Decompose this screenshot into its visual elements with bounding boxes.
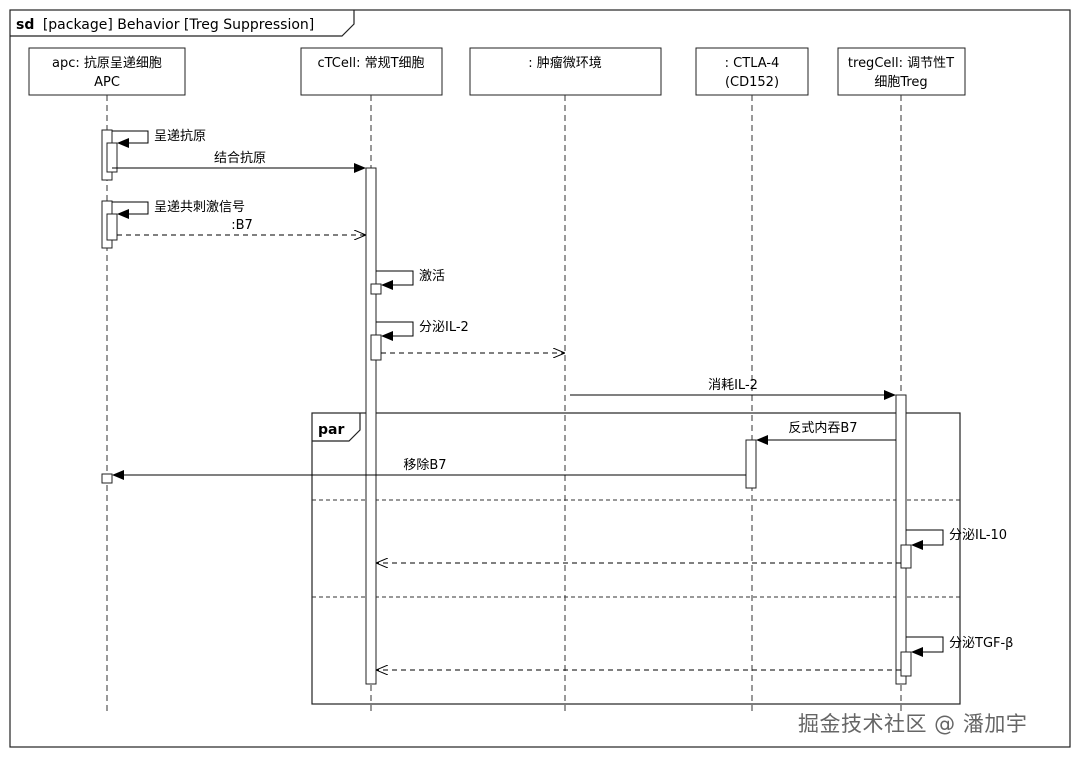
message-m3-label: 呈递共刺激信号 [154, 200, 245, 215]
message-m9-label: 反式内吞B7 [788, 420, 857, 436]
activation-apc-2-nested [106, 213, 118, 241]
message-m6-arrow [376, 321, 414, 341]
message-m2-label: 结合抗原 [214, 151, 266, 166]
message-m6-label: 分泌IL-2 [419, 320, 469, 335]
message-m10-label: 移除B7 [403, 458, 446, 473]
message-m1-arrow [112, 130, 149, 148]
par-fragment: par [311, 412, 961, 705]
message-m13-label: 分泌TGF-β [949, 636, 1013, 651]
lifeline-ctcell: cTCell: 常规T细胞 [300, 47, 443, 96]
activation-treg-il10 [900, 544, 912, 569]
diagram-frame [9, 9, 1071, 748]
lifeline-tumor-name: : 肿瘤微环境 [528, 55, 602, 71]
lifeline-apc-type: APC [94, 75, 120, 90]
message-m11-arrow [906, 529, 944, 550]
activation-ctcell-il2 [370, 334, 382, 361]
activation-apc-1-nested [106, 142, 118, 173]
activation-apc-3 [101, 473, 113, 484]
lifeline-tumor: : 肿瘤微环境 [469, 47, 662, 96]
lifeline-treg-type: 细胞Treg [874, 75, 927, 90]
activation-ctcell-main [365, 167, 377, 685]
lifeline-treg-name: tregCell: 调节性T [848, 56, 954, 71]
message-m8-label: 消耗IL-2 [708, 378, 758, 393]
message-m3-arrow [112, 201, 149, 219]
activation-treg-main [895, 394, 907, 685]
lifeline-ctla4-name: : CTLA-4 [725, 56, 780, 71]
message-m5-label: 激活 [419, 269, 445, 284]
lifeline-treg: tregCell: 调节性T 细胞Treg [837, 47, 966, 96]
lifeline-apc-name: apc: 抗原呈递细胞 [52, 56, 162, 71]
frame-tab [10, 10, 355, 37]
lifeline-ctla4-type: (CD152) [725, 75, 779, 90]
frame-title: [package] Behavior [Treg Suppression] [43, 17, 314, 33]
lifeline-ctcell-name: cTCell: 常规T细胞 [317, 56, 424, 71]
activation-ctcell-activate [370, 283, 382, 295]
message-m1-label: 呈递抗原 [154, 129, 206, 144]
message-m13-arrow [906, 636, 944, 657]
message-m4-label: :B7 [231, 218, 253, 233]
lifeline-ctla4: : CTLA-4 (CD152) [695, 47, 809, 96]
frame-keyword: sd [16, 17, 34, 33]
svg-text:sd [package] Behavior [Tre: sd [package] Behavior [Treg Suppression] [16, 17, 314, 33]
par-label: par [318, 422, 344, 438]
watermark: 掘金技术社区 @ 潘加宇 [798, 712, 1028, 736]
lifeline-apc: apc: 抗原呈递细胞 APC [28, 47, 186, 96]
activation-ctla4 [745, 439, 757, 489]
message-m11-label: 分泌IL-10 [949, 528, 1007, 543]
message-m5-arrow [376, 270, 414, 290]
activation-treg-tgf [900, 651, 912, 677]
